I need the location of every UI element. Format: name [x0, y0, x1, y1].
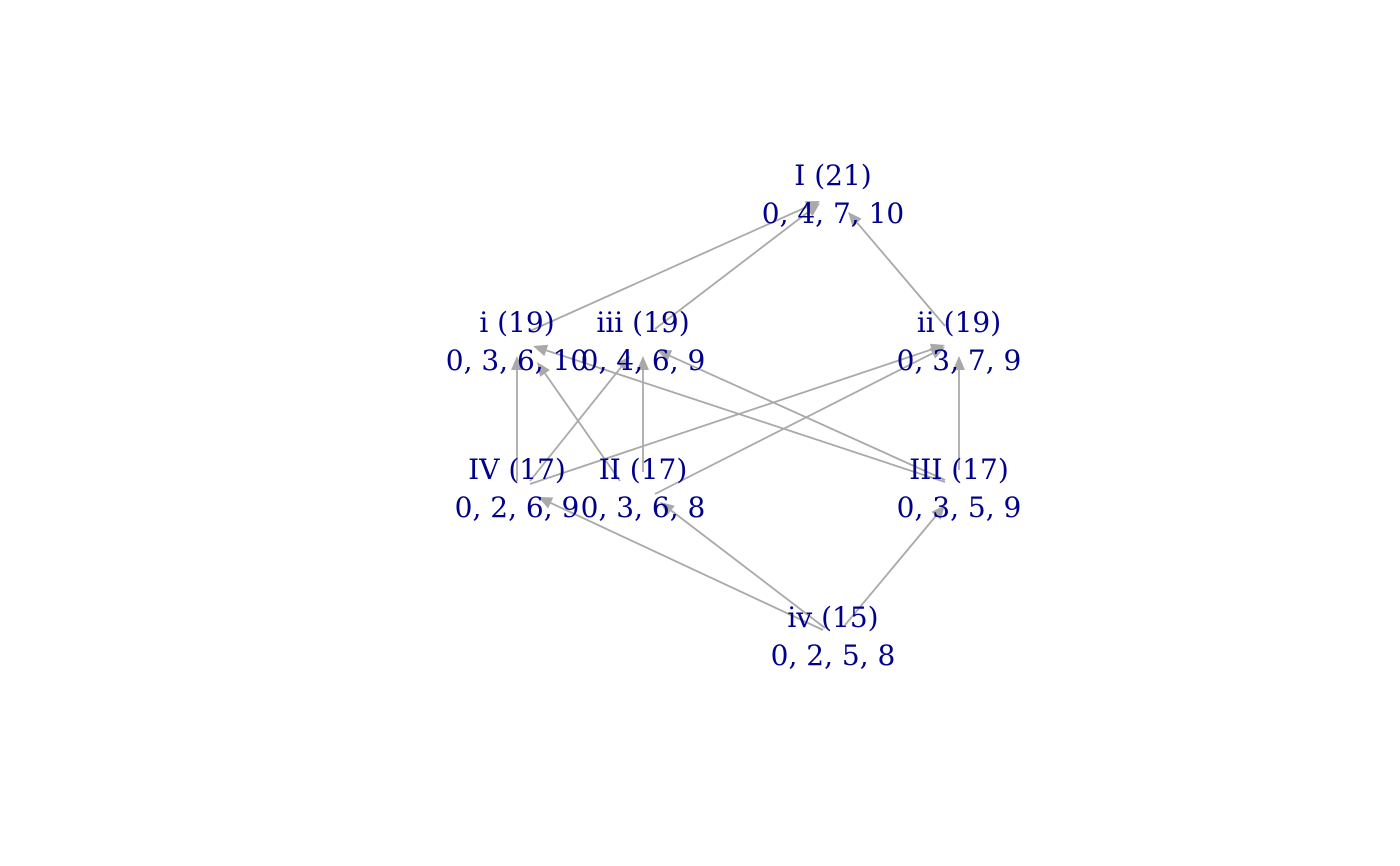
arrowhead-icon	[931, 505, 945, 520]
node-III: III (17) 0, 3, 5, 9	[897, 453, 1022, 524]
arrowhead-icon	[953, 356, 965, 370]
node-name: iv (15)	[787, 601, 878, 634]
node-pitch-set: 0, 2, 6, 9	[455, 491, 580, 524]
node-iv: iv (15) 0, 2, 5, 8	[771, 601, 896, 672]
edge-IV-to-i	[511, 356, 523, 481]
edge-III-to-iii	[657, 350, 946, 481]
edge-line	[654, 210, 810, 330]
node-pitch-set: 0, 4, 6, 9	[581, 344, 706, 377]
edge-line	[669, 354, 946, 481]
arrowhead-icon	[533, 344, 549, 357]
edge-iv-to-IV	[538, 497, 824, 631]
edge-III-to-i	[533, 344, 946, 483]
edge-line	[856, 222, 946, 327]
edge-line	[654, 352, 933, 495]
edge-iii-to-I	[654, 203, 820, 330]
node-ii: ii (19) 0, 3, 7, 9	[897, 306, 1022, 377]
node-pitch-set: 0, 3, 6, 10	[446, 344, 588, 377]
node-pitch-set: 0, 3, 6, 8	[581, 491, 706, 524]
edge-line	[529, 366, 622, 482]
edge-iv-to-II	[660, 502, 826, 629]
node-name: ii (19)	[917, 306, 1001, 339]
arrowhead-icon	[637, 356, 649, 370]
node-name: II (17)	[599, 453, 688, 486]
edge-II-to-i	[537, 362, 621, 482]
edge-IV-to-iii	[529, 356, 630, 482]
edge-ii-to-I	[848, 212, 946, 327]
arrowhead-icon	[511, 356, 523, 370]
node-name: iii (19)	[596, 306, 689, 339]
node-name: III (17)	[909, 453, 1009, 486]
node-i: i (19) 0, 3, 6, 10	[446, 306, 588, 377]
node-name: i (19)	[479, 306, 554, 339]
arrowhead-icon	[657, 350, 673, 362]
node-name: I (21)	[794, 159, 871, 192]
node-pitch-set: 0, 3, 7, 9	[897, 344, 1022, 377]
edge-II-to-iii	[637, 356, 649, 472]
edge-iv-to-III	[844, 505, 945, 626]
node-pitch-set: 0, 3, 5, 9	[897, 491, 1022, 524]
edges	[511, 201, 965, 631]
edge-III-to-ii	[953, 356, 965, 470]
node-name: IV (17)	[468, 453, 566, 486]
edge-II-to-ii	[654, 347, 945, 495]
edge-line	[529, 348, 933, 485]
arrowhead-icon	[537, 362, 550, 377]
node-iii: iii (19) 0, 4, 6, 9	[581, 306, 706, 377]
arrowhead-icon	[848, 212, 862, 227]
edge-line	[844, 515, 937, 626]
arrowhead-icon	[538, 497, 554, 509]
edge-line	[546, 349, 946, 483]
arrowhead-icon	[805, 203, 820, 217]
arrowhead-icon	[929, 347, 945, 359]
node-IV: IV (17) 0, 2, 6, 9	[455, 453, 580, 524]
edge-line	[550, 502, 824, 631]
edge-line	[544, 372, 621, 482]
arrowhead-icon	[616, 356, 630, 371]
edge-line	[529, 205, 808, 332]
node-pitch-set: 0, 2, 5, 8	[771, 639, 896, 672]
node-pitch-set: 0, 4, 7, 10	[762, 197, 904, 230]
edge-line	[670, 509, 826, 629]
arrowhead-icon	[660, 502, 675, 516]
node-II: II (17) 0, 3, 6, 8	[581, 453, 706, 524]
node-I: I (21) 0, 4, 7, 10	[762, 159, 904, 230]
